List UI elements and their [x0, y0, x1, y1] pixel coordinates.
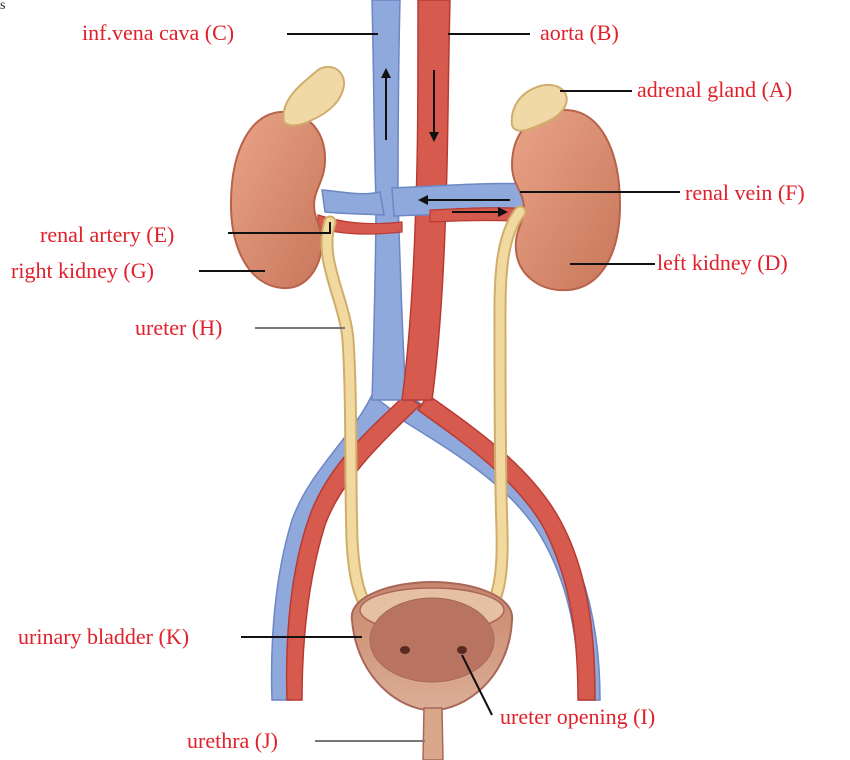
left-ureter-opening — [457, 646, 467, 654]
left-ureter-inner — [488, 212, 520, 612]
label-renal-vein: renal vein (F) — [685, 180, 805, 206]
label-urinary-bladder: urinary bladder (K) — [18, 624, 189, 650]
right-renal-vein-shape — [322, 190, 384, 215]
label-left-kidney: left kidney (D) — [657, 250, 788, 276]
right-ureter-opening — [400, 646, 410, 654]
label-aorta: aorta (B) — [540, 20, 619, 46]
label-vena-cava: inf.vena cava (C) — [82, 20, 234, 46]
label-ureter-opening: ureter opening (I) — [500, 704, 655, 730]
bladder-lumen — [370, 598, 494, 682]
label-renal-artery: renal artery (E) — [40, 222, 174, 248]
right-adrenal-shape — [283, 67, 344, 126]
label-adrenal-gland: adrenal gland (A) — [637, 77, 792, 103]
urethra-shape — [423, 708, 443, 760]
right-kidney-shape — [231, 112, 325, 288]
label-urethra: urethra (J) — [187, 728, 278, 754]
label-right-kidney: right kidney (G) — [11, 258, 154, 284]
label-ureter: ureter (H) — [135, 315, 222, 341]
